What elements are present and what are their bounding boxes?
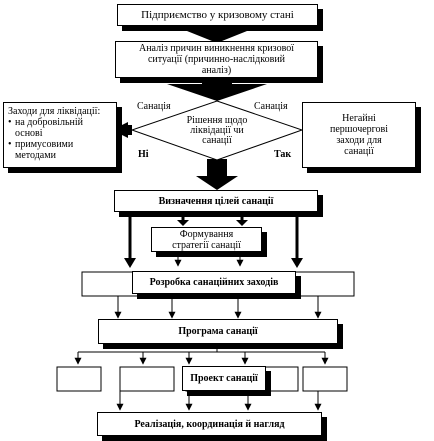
liquidation-box: Заходи для ліквідації: на добровільній о… (3, 102, 117, 168)
project-side-box-2 (119, 366, 175, 392)
liquidation-list: на добровільній основі примусовими метод… (8, 117, 112, 161)
label-sanation-right: Санація (254, 101, 288, 112)
analysis-box: Аналіз причин виникнення кризової ситуац… (115, 41, 318, 78)
label-no: Ні (138, 149, 149, 160)
big-arrow-left (112, 122, 132, 138)
decision-diamond (130, 100, 304, 161)
label-yes: Так (274, 149, 292, 160)
urgent-box: Негайні першочергові заходи для санації (302, 102, 416, 168)
implementation-box: Реалізація, координація й нагляд (97, 412, 322, 436)
label-sanation-left: Санація (137, 101, 171, 112)
liquidation-title: Заходи для ліквідації: (8, 106, 101, 117)
project-side-box-5 (302, 366, 348, 392)
crisis-box: Підприємство у кризовому стані (117, 4, 318, 26)
strategy-box: Формування стратегії санації (151, 227, 262, 252)
big-arrow-decision-goals (196, 159, 238, 190)
goals-box: Визначення цілей санації (114, 190, 318, 212)
program-box: Програма санації (98, 319, 338, 344)
big-arrow-analysis-decision (167, 76, 267, 101)
measures-box: Розробка санаційних заходів (132, 271, 296, 294)
measures-side-box-4 (291, 271, 355, 297)
project-box: Проект санації (182, 366, 266, 391)
liquidation-item: на добровільній основі (8, 117, 112, 139)
decision-text: Рішення щодо ліквідації чи санації (186, 115, 248, 146)
project-side-box-1 (56, 366, 102, 392)
liquidation-item: примусовими методами (8, 139, 112, 161)
big-arrow-crisis-analysis (187, 26, 247, 43)
